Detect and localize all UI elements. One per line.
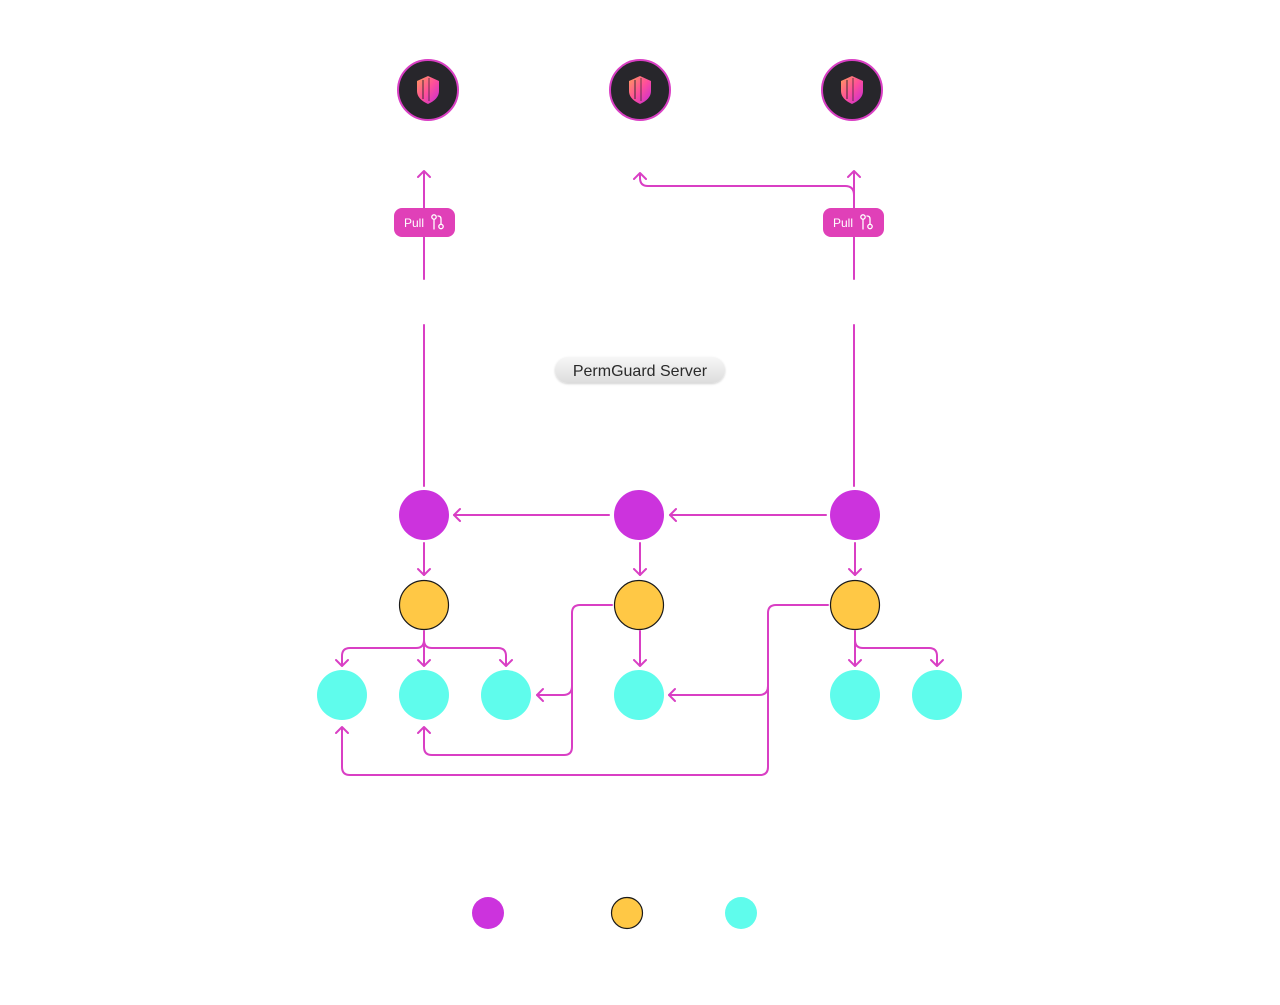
- arrowhead-down: [930, 659, 944, 667]
- node-yellow: [613, 579, 665, 631]
- git-pull-request-icon: [860, 214, 873, 230]
- node-magenta: [399, 490, 449, 540]
- arrowhead-down: [848, 659, 862, 667]
- legend-swatch-yellow: [610, 896, 644, 930]
- node-cyan: [317, 670, 367, 720]
- arrowhead-down: [499, 659, 513, 667]
- arrowhead-up: [847, 170, 861, 178]
- edge-y3-to-c4: [668, 685, 769, 696]
- arrowhead-down: [633, 659, 647, 667]
- arrowhead-left: [453, 508, 461, 522]
- node-magenta: [614, 490, 664, 540]
- arrowhead-up: [335, 726, 349, 734]
- edge-y3-to-c6: [854, 639, 938, 666]
- edge-branch-to-middle-agent: [639, 173, 855, 196]
- arrowhead-down: [633, 568, 647, 576]
- edge-y2-branch: [423, 604, 613, 756]
- node-cyan: [912, 670, 962, 720]
- node-yellow: [829, 579, 881, 631]
- legend: [472, 896, 757, 930]
- arrowhead-down: [417, 568, 431, 576]
- legend-swatch-cyan: [725, 897, 757, 929]
- arrowhead-up: [633, 172, 647, 180]
- arrowhead-down: [417, 659, 431, 667]
- arrowhead-left: [536, 688, 544, 702]
- agent-right: [821, 59, 883, 121]
- node-cyan: [830, 670, 880, 720]
- agent-left: [397, 59, 459, 121]
- edge-y1-to-c1: [341, 639, 425, 666]
- pull-badge-label: Pull: [404, 216, 424, 230]
- shield-icon: [629, 76, 651, 104]
- server-badge: PermGuard Server: [555, 357, 725, 383]
- server-label: PermGuard Server: [573, 363, 708, 380]
- edges: [335, 170, 944, 776]
- legend-swatch-magenta: [472, 897, 504, 929]
- git-pull-request-icon: [431, 214, 444, 230]
- node-yellow: [398, 579, 450, 631]
- pull-badge-label: Pull: [833, 216, 853, 230]
- edge-y2-to-c3: [536, 685, 573, 696]
- shield-icon: [841, 76, 863, 104]
- node-cyan: [481, 670, 531, 720]
- pull-badge-right: Pull: [823, 208, 884, 237]
- arrowhead-down: [848, 568, 862, 576]
- pull-badge-left: Pull: [394, 208, 455, 237]
- arrowhead-left: [669, 508, 677, 522]
- edge-y3-branch: [341, 604, 829, 776]
- node-cyan: [614, 670, 664, 720]
- agent-middle: [609, 59, 671, 121]
- edge-y1-to-c3: [423, 639, 507, 666]
- shield-icon: [417, 76, 439, 104]
- arrowhead-up: [417, 170, 431, 178]
- arrowhead-down: [335, 659, 349, 667]
- node-cyan: [399, 670, 449, 720]
- arrowhead-up: [417, 726, 431, 734]
- node-magenta: [830, 490, 880, 540]
- arrowhead-left: [668, 688, 676, 702]
